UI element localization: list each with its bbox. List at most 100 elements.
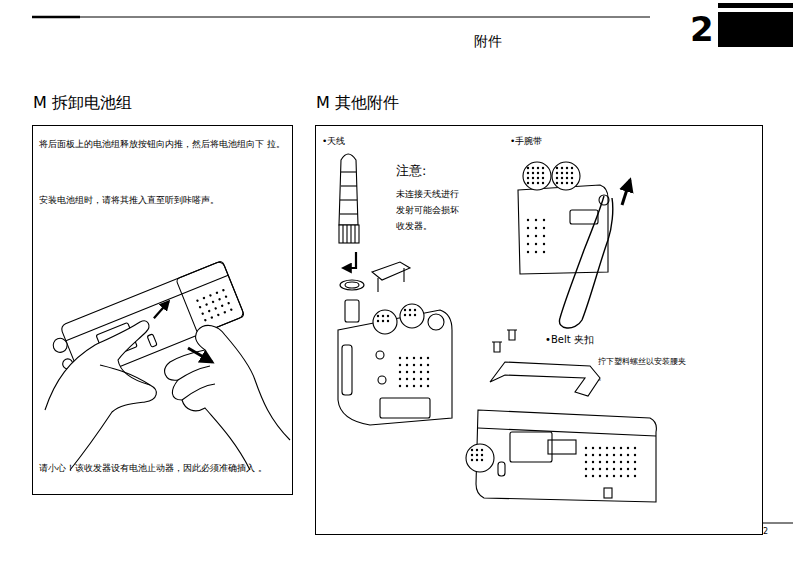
grille-dot [561, 182, 563, 184]
line-art [338, 310, 452, 425]
grille-dot [420, 357, 422, 359]
line-art [340, 213, 358, 214]
grille-dot [476, 459, 478, 461]
speaker-grille [585, 447, 636, 477]
line-art [182, 384, 215, 400]
line-art [45, 321, 156, 470]
grille-dot [606, 461, 608, 463]
grille-dot [427, 385, 429, 387]
grille-dot [481, 454, 483, 456]
line-art [378, 376, 386, 384]
grille-dot [566, 167, 568, 169]
line-art [32, 17, 650, 18]
grille-dot [592, 447, 594, 449]
note-heading: 注意: [396, 163, 426, 180]
line-art [345, 282, 359, 288]
grille-dot [399, 371, 401, 373]
grille-dot [420, 364, 422, 366]
grille-dot [613, 461, 615, 463]
grille-dot [543, 235, 545, 237]
grille-dot [634, 468, 636, 470]
grille-dot [561, 167, 563, 169]
note-text: 未连接天线进行 发射可能会损坏 收发器。 [396, 186, 460, 234]
line-art [599, 195, 609, 205]
grille-dot [527, 227, 529, 229]
grille-dot [406, 385, 408, 387]
grille-dot [204, 319, 207, 322]
grille-dot [571, 177, 573, 179]
grille-dot [413, 378, 415, 380]
speaker-grille [527, 219, 545, 253]
grille-dot [599, 461, 601, 463]
line-art [340, 280, 364, 290]
grille-dot [543, 219, 545, 221]
line-art [476, 410, 656, 502]
grille-dot [535, 227, 537, 229]
grille-dot [627, 454, 629, 456]
speaker-grille [556, 167, 573, 184]
grille-dot [218, 298, 221, 301]
chapter-number: 2 [690, 12, 714, 46]
grille-dot [202, 296, 205, 299]
instruction-text: 将后面板上的电池组释放按钮向内推，然后将电池组向下 拉。 [39, 132, 287, 156]
grille-dot [606, 454, 608, 456]
grille-dot [556, 177, 558, 179]
grille-dot [542, 167, 544, 169]
grille-dot [471, 454, 473, 456]
grille-dot [543, 227, 545, 229]
grille-dot [537, 177, 539, 179]
grille-dot [592, 461, 594, 463]
grille-dot [571, 182, 573, 184]
grille-dot [620, 461, 622, 463]
grille-dot [217, 313, 220, 316]
line-art [466, 444, 494, 472]
grille-dot [620, 475, 622, 477]
grille-dot [620, 454, 622, 456]
grille-dot [404, 314, 406, 316]
page-rule [763, 523, 793, 524]
grille-dot [634, 461, 636, 463]
grille-dot [556, 167, 558, 169]
grille-dot [592, 475, 594, 477]
line-art [100, 365, 150, 385]
grille-dot [585, 454, 587, 456]
grille-dot [566, 172, 568, 174]
grille-dot [199, 306, 202, 309]
line-art [523, 162, 551, 190]
grille-dot [382, 320, 384, 322]
grille-dot [627, 468, 629, 470]
grille-dot [606, 447, 608, 449]
section-panel: M 拆卸电池组将后面板上的电池组释放按钮向内推，然后将电池组向下 拉。安装电池组… [32, 125, 293, 495]
line-art [178, 366, 210, 380]
section-panel: M 其他附件 [315, 125, 763, 535]
grille-dot [542, 172, 544, 174]
line-art [380, 398, 430, 418]
grille-dot [599, 475, 601, 477]
line-art [400, 304, 424, 328]
line-art [492, 342, 502, 352]
grille-dot [527, 167, 529, 169]
grille-dot [571, 167, 573, 169]
line-art [341, 185, 357, 186]
part-name: •天线 [322, 136, 345, 148]
line-art [373, 310, 397, 334]
line-art [354, 225, 355, 243]
grille-dot [377, 315, 379, 317]
line-art [510, 432, 552, 462]
speaker-grille [196, 289, 233, 322]
grille-dot [613, 475, 615, 477]
grille-dot [406, 378, 408, 380]
grille-dot [537, 172, 539, 174]
grille-dot [212, 300, 215, 303]
grille-dot [527, 251, 529, 253]
grille-dot [413, 364, 415, 366]
grille-dot [532, 182, 534, 184]
grille-dot [527, 182, 529, 184]
grille-dot [387, 315, 389, 317]
line-art [342, 225, 343, 243]
line-art [518, 185, 608, 274]
grille-dot [537, 167, 539, 169]
line-art [150, 302, 172, 319]
grille-dot [377, 320, 379, 322]
